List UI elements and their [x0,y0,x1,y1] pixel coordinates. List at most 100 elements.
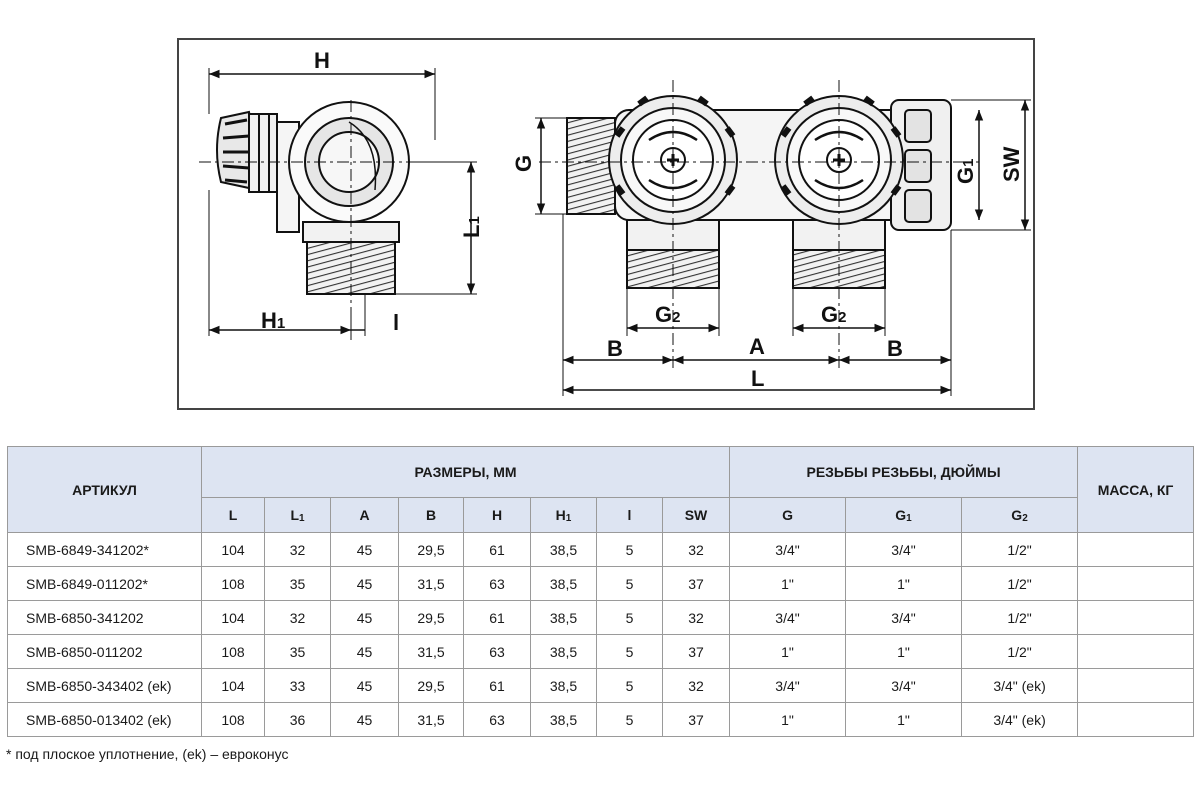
cell-G2: 1/2" [961,532,1079,567]
label-G: G [511,155,536,172]
cell-G2: 1/2" [961,566,1079,601]
cell-G1: 1" [845,702,963,737]
cell-B: 29,5 [398,668,464,703]
cell-L1: 35 [264,566,331,601]
cell-L: 108 [201,634,265,669]
cell-L1: 33 [264,668,331,703]
cell-A: 45 [330,702,399,737]
cell-G2: 1/2" [961,634,1079,669]
cell-L: 108 [201,702,265,737]
cell-H1: 38,5 [530,702,597,737]
col-G1: G1 [845,497,963,533]
label-L1: L1 [459,216,484,238]
label-B-right: B [887,336,903,361]
cell-H: 61 [463,668,531,703]
front-view [535,80,1031,396]
col-article: АРТИКУЛ [7,446,202,533]
header-row-2: L L1 A B H H1 l SW G G1 G2 [8,497,1194,533]
cell-G1: 3/4" [845,668,963,703]
cell-A: 45 [330,634,399,669]
cell-H: 63 [463,634,531,669]
col-A: A [330,497,399,533]
spec-table: АРТИКУЛ РАЗМЕРЫ, ММ РЕЗЬБЫ РЕЗЬБЫ, ДЮЙМЫ… [7,446,1195,737]
cell-G2: 3/4" (ek) [961,702,1079,737]
cell-mass [1077,532,1195,567]
cell-B: 31,5 [398,634,464,669]
cell-G1: 3/4" [845,532,963,567]
label-l: l [393,310,399,335]
cell-B: 31,5 [398,702,464,737]
cell-l: 5 [596,532,663,567]
cell-L: 108 [201,566,265,601]
cell-H: 63 [463,566,531,601]
group-dimensions: РАЗМЕРЫ, ММ [200,446,731,498]
cell-G2: 1/2" [961,600,1079,635]
cell-l: 5 [596,634,663,669]
cell-G: 3/4" [729,668,847,703]
cell-G2: 3/4" (ek) [961,668,1079,703]
col-H1: H1 [530,497,597,533]
header-row-1: АРТИКУЛ РАЗМЕРЫ, ММ РЕЗЬБЫ РЕЗЬБЫ, ДЮЙМЫ… [7,446,1195,533]
cell-G: 3/4" [729,532,847,567]
cell-SW: 37 [661,634,731,669]
cell-G: 1" [729,634,847,669]
col-L1: L1 [264,497,331,533]
col-H: H [463,497,531,533]
cell-article: SMB-6849-341202* [7,532,202,567]
cell-G: 1" [729,702,847,737]
col-G: G [729,497,847,533]
cell-B: 31,5 [398,566,464,601]
cell-SW: 32 [661,600,731,635]
col-L: L [201,497,265,533]
cell-A: 45 [330,532,399,567]
label-H1: H1 [261,308,285,333]
label-A: A [749,334,765,359]
cell-G1: 1" [845,566,963,601]
cell-H: 63 [463,702,531,737]
cell-H1: 38,5 [530,600,597,635]
cell-mass [1077,600,1195,635]
label-G2-left: G2 [655,302,680,327]
label-SW: SW [999,146,1024,182]
cell-B: 29,5 [398,600,464,635]
cell-article: SMB-6850-343402 (ek) [7,668,202,703]
cell-A: 45 [330,668,399,703]
col-B: B [398,497,464,533]
label-G1: G1 [953,159,978,184]
col-l: l [596,497,663,533]
label-G2-right: G2 [821,302,846,327]
cell-L1: 32 [264,532,331,567]
technical-drawing: H H1 l L1 [177,38,1035,410]
cell-A: 45 [330,600,399,635]
col-G2: G2 [961,497,1079,533]
cell-l: 5 [596,668,663,703]
cell-G: 3/4" [729,600,847,635]
cell-SW: 32 [661,668,731,703]
cell-G1: 3/4" [845,600,963,635]
side-view [199,68,477,340]
cell-l: 5 [596,600,663,635]
cell-H: 61 [463,532,531,567]
cell-l: 5 [596,702,663,737]
label-H: H [314,48,330,73]
cell-H1: 38,5 [530,532,597,567]
footnote: * под плоское уплотнение, (ek) – еврокон… [6,746,289,762]
label-B-left: B [607,336,623,361]
cell-SW: 37 [661,566,731,601]
knob-side [216,110,278,193]
cell-B: 29,5 [398,532,464,567]
cell-mass [1077,702,1195,737]
cell-L: 104 [201,600,265,635]
inlet-thread [566,117,616,215]
cell-L: 104 [201,668,265,703]
col-mass: МАССА, КГ [1077,446,1195,533]
cell-A: 45 [330,566,399,601]
cell-L1: 36 [264,702,331,737]
cell-article: SMB-6850-013402 (ek) [7,702,202,737]
cell-mass [1077,566,1195,601]
